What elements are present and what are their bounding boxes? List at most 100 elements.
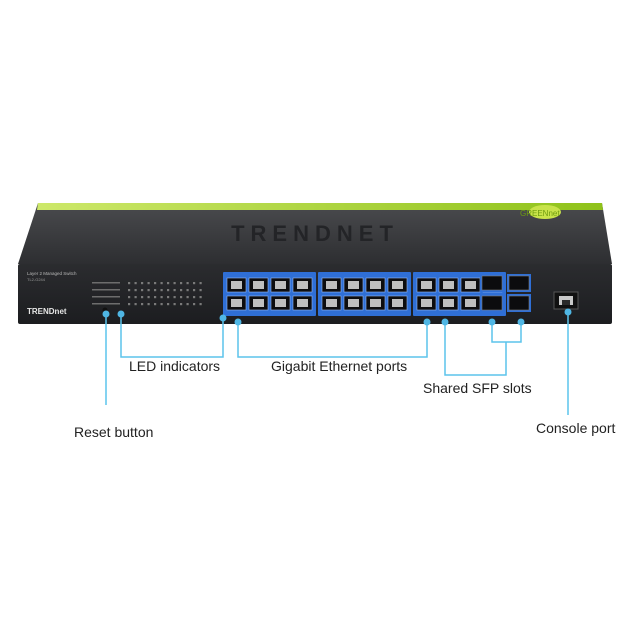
ethernet-port-contacts [297,299,308,307]
led-light [193,303,196,306]
gigabit-ethernet-ports [223,272,506,316]
ethernet-port-contacts [275,281,286,289]
led-light [199,289,202,292]
ethernet-port-contacts [348,299,359,307]
led-light [180,296,183,299]
led-label-mark [92,303,120,305]
ethernet-port-contacts [275,299,286,307]
gigabit-callout-line [237,322,428,358]
sfp-slot[interactable] [508,295,530,311]
ethernet-port-contacts [253,299,264,307]
sfp-callout-line [444,322,507,376]
ethernet-port-contacts [421,281,432,289]
led-light [173,282,176,285]
led-light [128,282,131,285]
led-light [186,282,189,285]
led-light [134,303,137,306]
callout-dot [219,314,227,322]
led-light [141,282,144,285]
chassis-top [18,203,612,264]
led-light [160,289,163,292]
gigabit-ports-label: Gigabit Ethernet ports [271,358,408,374]
led-label-mark [92,282,120,284]
led-light [147,296,150,299]
led-light [173,296,176,299]
sfp-slot[interactable] [481,295,503,311]
led-light [167,289,170,292]
led-light [147,303,150,306]
led-light [154,289,157,292]
callout-dots [102,308,572,326]
led-light [199,282,202,285]
ethernet-port-contacts [231,299,242,307]
console-port-label: Console port [536,420,616,436]
ethernet-port-contacts [326,281,337,289]
sfp-slots-label: Shared SFP slots [423,380,532,396]
led-light [186,303,189,306]
led-light [154,303,157,306]
ethernet-port-contacts [392,281,403,289]
led-light [134,289,137,292]
shared-sfp-slots [480,274,531,312]
ethernet-port-contacts [370,299,381,307]
ethernet-port-contacts [443,299,454,307]
sfp-slot[interactable] [481,275,503,291]
led-light [141,289,144,292]
callout-dot [423,318,431,326]
ethernet-port-contacts [421,299,432,307]
led-light [193,296,196,299]
ethernet-port-contacts [465,299,476,307]
led-light [193,289,196,292]
callout-dot [488,318,496,326]
green-badge-text: GREENnet [520,209,560,218]
led-light [154,282,157,285]
ethernet-port-contacts [326,299,337,307]
ethernet-port-contacts [443,281,454,289]
callout-dot [517,318,525,326]
sfp-bracket-line [491,322,522,343]
model-caption: Layer 2 Managed Switch [27,271,77,276]
ethernet-port-contacts [297,281,308,289]
led-light [167,282,170,285]
led-light [173,289,176,292]
ethernet-port-contacts [392,299,403,307]
led-indicators-label: LED indicators [129,358,221,374]
led-light [167,303,170,306]
callout-dot [564,308,572,316]
callout-dot [117,310,125,318]
ethernet-port-contacts [348,281,359,289]
led-light [186,289,189,292]
led-light [134,282,137,285]
ethernet-port-contacts [465,281,476,289]
led-label-mark [92,289,120,291]
led-light [180,282,183,285]
led-light [128,296,131,299]
led-light [141,296,144,299]
reset-button-label: Reset button [74,424,154,440]
led-light [199,303,202,306]
led-light [186,296,189,299]
callout-dot [234,318,242,326]
led-light [160,303,163,306]
led-light [128,303,131,306]
led-light [134,296,137,299]
callout-lines [105,312,569,415]
ethernet-port-contacts [370,281,381,289]
ethernet-port-contacts [253,281,264,289]
led-label-mark [92,296,120,298]
led-light [128,289,131,292]
led-indicator-area [92,282,202,306]
led-light [193,282,196,285]
led-light [141,303,144,306]
led-light [173,303,176,306]
console-port[interactable] [553,291,579,310]
led-light [160,296,163,299]
green-badge: GREENnet [520,205,561,219]
led-light [199,296,202,299]
ethernet-port-contacts [231,281,242,289]
led-light [147,289,150,292]
led-callout-line [120,314,224,358]
led-light [167,296,170,299]
sfp-slot[interactable] [508,275,530,291]
